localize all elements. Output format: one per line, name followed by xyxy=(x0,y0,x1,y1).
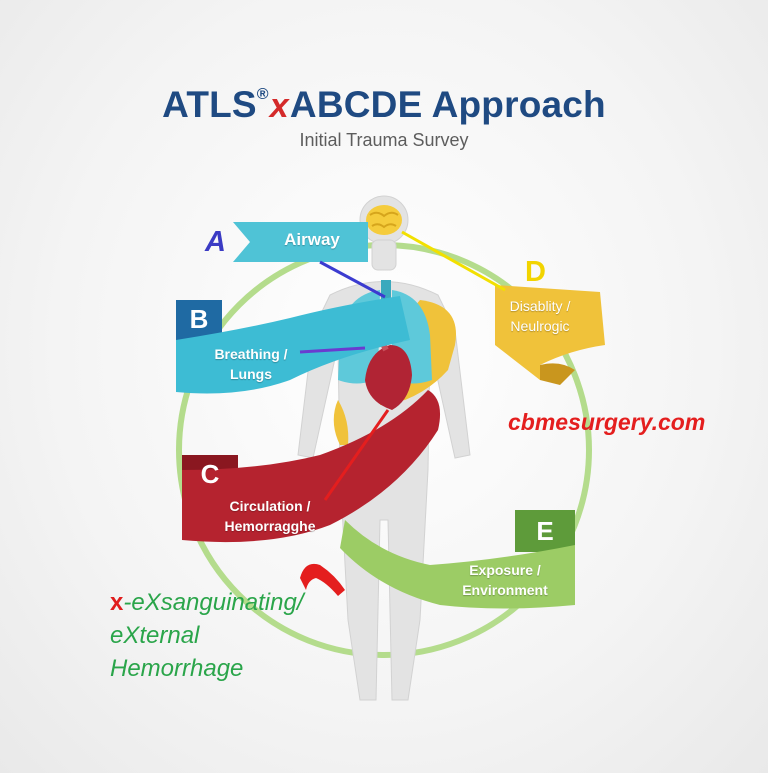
title-x: x xyxy=(269,87,289,125)
step-a-label: Airway xyxy=(284,230,340,249)
disability-ribbon xyxy=(495,285,605,385)
airway-ribbon xyxy=(233,222,368,262)
step-e-label: Exposure / Environment xyxy=(440,560,570,600)
x-note-line1: -eXsanguinating/ xyxy=(123,589,304,616)
step-d-letter: D xyxy=(525,256,546,288)
exsanguination-mark-icon xyxy=(300,563,345,596)
step-b-label: Breathing / Lungs xyxy=(196,344,306,384)
title-atls: ATLS xyxy=(162,84,257,125)
step-c-label-line2: Hemorragghe xyxy=(224,518,316,534)
step-e-label-line1: Exposure / xyxy=(469,562,541,578)
step-d-label-line1: Disablity / xyxy=(509,298,571,314)
x-note-line2: eXternal xyxy=(110,622,200,649)
step-d-label: Disablity / Neulrogic xyxy=(490,296,590,336)
step-c-label: Circulation / Hemorragghe xyxy=(205,496,335,536)
disability-pointer-line xyxy=(401,230,506,292)
circulation-pointer-line xyxy=(323,409,390,501)
exposure-ribbon xyxy=(340,510,575,609)
step-e-letter: E xyxy=(536,516,554,546)
airway-pointer-line xyxy=(319,260,386,299)
breathing-ribbon xyxy=(176,296,410,394)
step-c-label-line1: Circulation / xyxy=(229,498,311,514)
circulation-ribbon xyxy=(182,390,441,543)
registered-mark: ® xyxy=(256,86,269,103)
x-marker: x xyxy=(110,589,124,616)
website-label: cbmesurgery.com xyxy=(508,409,706,435)
step-d-label-line2: Neulrogic xyxy=(510,318,570,334)
heart-icon xyxy=(365,345,412,410)
x-note-line3: Hemorrhage xyxy=(110,655,244,682)
step-e-label-line2: Environment xyxy=(462,582,548,598)
page-subtitle: Initial Trauma Survey xyxy=(299,130,469,150)
page-title: ATLS®xABCDE Approach xyxy=(0,84,768,126)
step-b-letter: B xyxy=(189,304,209,334)
step-b-label-line2: Lungs xyxy=(230,366,272,382)
breathing-pointer-line xyxy=(299,346,366,354)
step-c-letter: C xyxy=(200,459,220,489)
exsanguination-note: x-eXsanguinating/ eXternal Hemorrhage xyxy=(110,586,304,685)
step-a-letter: A xyxy=(205,226,226,258)
title-approach: ABCDE Approach xyxy=(289,84,606,125)
disability-band-lower xyxy=(333,400,349,445)
brain-icon xyxy=(366,205,402,235)
step-b-label-line1: Breathing / xyxy=(214,346,288,362)
